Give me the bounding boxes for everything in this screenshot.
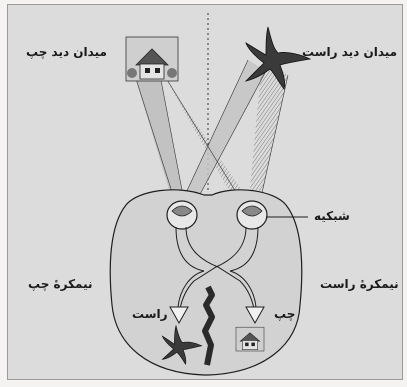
house-icon <box>126 37 178 81</box>
right-visual-field-label: میدان دید راست <box>302 45 397 59</box>
left-eye <box>167 201 197 229</box>
left-visual-field-label: میدان دید چپ <box>26 45 107 59</box>
right-eye <box>237 201 267 229</box>
right-hemisphere-label: نیمکرهٔ راست <box>320 277 399 291</box>
right-arrow-label: راست <box>132 307 168 321</box>
left-hemisphere-label: نیمکرهٔ چپ <box>28 277 93 291</box>
visual-pathway-figure: میدان دید چپ میدان دید راست شبکیه نیمکره… <box>7 4 403 380</box>
visual-pathway-diagram <box>8 5 403 380</box>
left-arrow-label: چپ <box>274 307 295 321</box>
retina-label: شبکیه <box>314 209 350 223</box>
house-projection-icon <box>236 327 264 351</box>
brain-outline <box>110 190 302 375</box>
